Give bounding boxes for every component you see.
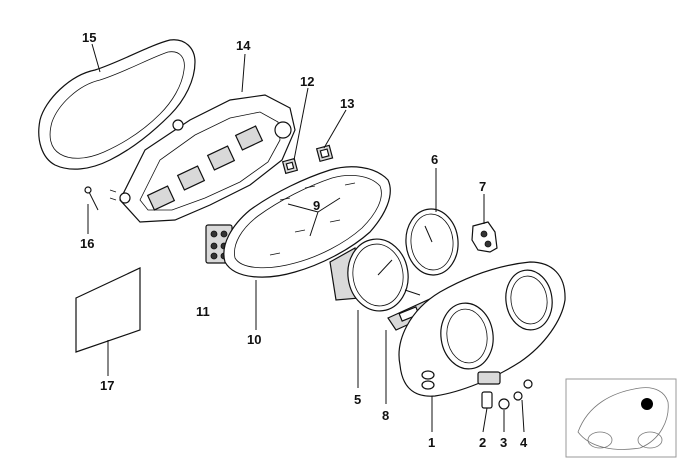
- callout-3: 3: [500, 435, 507, 450]
- callout-14: 14: [236, 38, 251, 53]
- callout-13: 13: [340, 96, 354, 111]
- callout-labels: 15 14 12 13 6 7 9 16 11 10 5 8 1 2 3 4 1…: [80, 30, 528, 450]
- callout-12: 12: [300, 74, 314, 89]
- part-7-component: [471, 221, 498, 253]
- callout-8: 8: [382, 408, 389, 423]
- leader-lines: [87, 43, 525, 433]
- part-2-knob: [481, 391, 493, 409]
- callout-2: 2: [479, 435, 486, 450]
- part-15-frame-gasket: [38, 39, 196, 170]
- callout-7: 7: [479, 179, 486, 194]
- part-3-grommet: [498, 398, 510, 410]
- callout-9: 9: [313, 198, 320, 213]
- part-14-rear-housing: [109, 94, 296, 223]
- callout-11: 11: [196, 304, 210, 319]
- callout-5: 5: [354, 392, 361, 407]
- callout-1: 1: [428, 435, 435, 450]
- part-10-gasket: [223, 166, 391, 278]
- callout-15: 15: [82, 30, 96, 45]
- part-16-screw: [84, 186, 99, 211]
- part-17-label: [75, 267, 141, 353]
- location-marker-icon: [641, 398, 653, 410]
- part-6-tachometer-dial: [405, 208, 459, 276]
- callout-4: 4: [520, 435, 528, 450]
- part-4-screw: [513, 379, 533, 401]
- callout-17: 17: [100, 378, 114, 393]
- callout-10: 10: [247, 332, 261, 347]
- part-12-seal: [281, 157, 299, 175]
- callout-6: 6: [431, 152, 438, 167]
- part-13-seal: [315, 144, 334, 163]
- part-5-speedometer-dial: [329, 238, 421, 312]
- part-1-front-cover: [398, 261, 566, 397]
- callout-16: 16: [80, 236, 94, 251]
- motorcycle-locator-thumbnail: [565, 378, 677, 458]
